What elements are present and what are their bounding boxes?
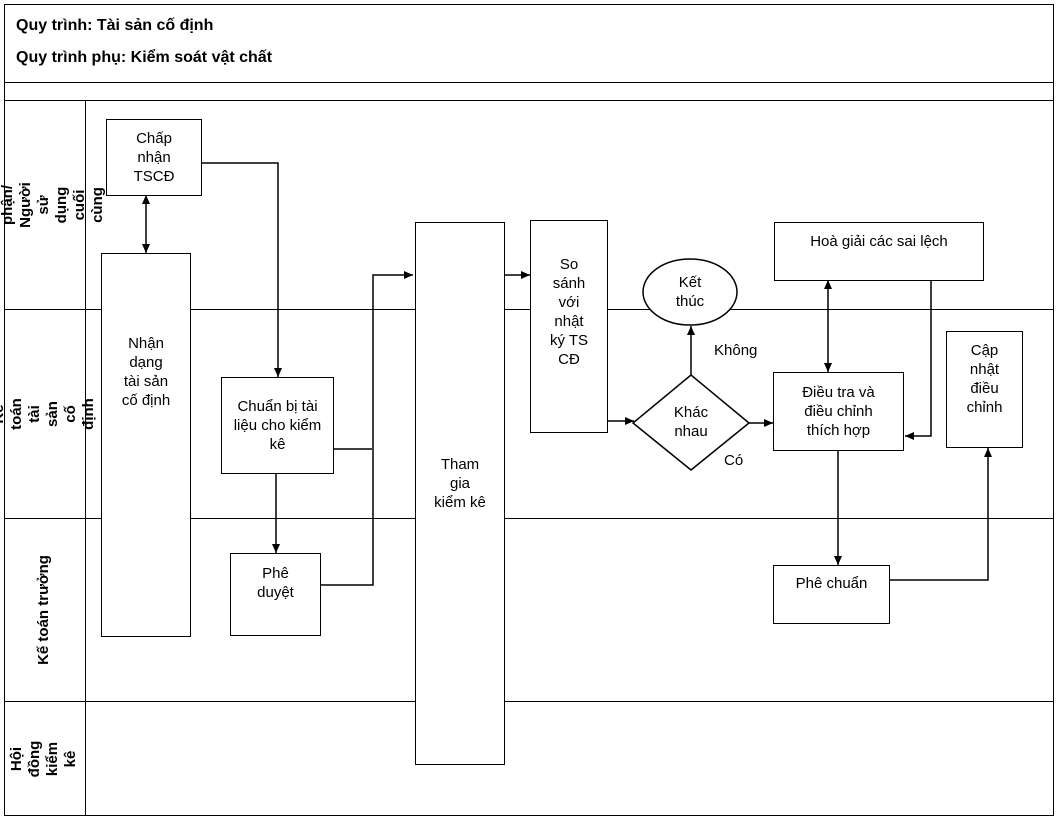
decision-differ-shape	[631, 374, 751, 471]
subprocess-title: Quy trình phụ: Kiểm soát vật chất	[16, 49, 273, 66]
edge-label-no: Không	[714, 342, 758, 359]
node-prepare-documents: Chuẩn bị tài liệu cho kiểm kê	[221, 377, 334, 474]
lane-divider-3	[4, 701, 1054, 702]
node-participate-inventory: Tham gia kiểm kê	[415, 222, 505, 765]
node-accept-fixed-asset: Chấp nhận TSCĐ	[106, 119, 202, 196]
lane-label-divider	[85, 100, 86, 816]
node-approve: Phê duyệt	[230, 553, 321, 636]
edge-accept-prepare	[202, 162, 282, 377]
node-identify-fixed-asset: Nhận dạng tài sản cố định	[101, 253, 191, 637]
diagram-frame	[4, 4, 1054, 816]
decision-differ-label: Khác nhau	[673, 404, 709, 440]
node-update-adjustment: Cập nhật điều chỉnh	[946, 331, 1023, 448]
node-investigate-adjust: Điều tra và điều chỉnh thích hợp	[773, 372, 904, 451]
header-divider	[4, 82, 1054, 83]
edge-finalapprove-update	[889, 448, 992, 581]
node-final-approve: Phê chuẩn	[773, 565, 890, 624]
node-reconcile-discrepancies: Hoà giải các sai lệch	[774, 222, 984, 281]
edge-approve-participate	[321, 271, 413, 586]
lane-divider-2	[4, 518, 1054, 519]
process-title: Quy trình: Tài sản cố định	[16, 17, 214, 34]
edge-reconcile-loop	[905, 281, 932, 440]
end-terminator-label: Kết thúc	[675, 274, 705, 310]
node-compare-ledger: So sánh với nhật ký TS CĐ	[530, 220, 608, 433]
lane-divider-1	[4, 309, 1054, 310]
edge-label-yes: Có	[724, 452, 744, 469]
end-terminator-shape	[642, 258, 738, 326]
lanes-top-divider	[4, 100, 1054, 101]
